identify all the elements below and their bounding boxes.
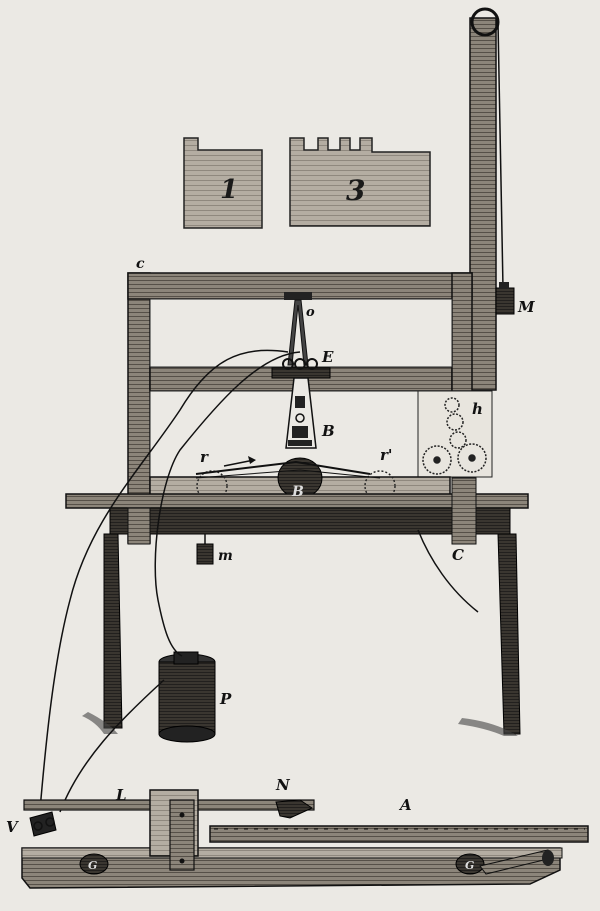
label-G-right: G bbox=[465, 859, 474, 872]
counterweight-m bbox=[196, 534, 214, 565]
type-block-1-number: 1 bbox=[220, 175, 238, 205]
table-leg-front-right bbox=[497, 533, 521, 735]
weight-post bbox=[469, 7, 515, 391]
type-rail-A bbox=[209, 825, 589, 843]
gear-train-h bbox=[422, 397, 487, 475]
battery-P bbox=[158, 651, 216, 743]
label-m: m bbox=[218, 548, 233, 564]
table-leg-front-left bbox=[103, 533, 123, 729]
label-E: E bbox=[321, 348, 334, 366]
label-r: r bbox=[200, 448, 209, 466]
label-c: c bbox=[136, 256, 145, 272]
coil-E-left bbox=[282, 358, 294, 370]
label-G-left: G bbox=[88, 859, 97, 872]
key-sender bbox=[21, 789, 589, 889]
wheel-G-right bbox=[455, 853, 485, 875]
label-h: h bbox=[472, 400, 483, 418]
label-V: V bbox=[6, 818, 19, 836]
roller-r bbox=[196, 470, 228, 502]
label-A: A bbox=[398, 796, 412, 814]
label-r-prime: r' bbox=[380, 446, 393, 464]
label-L: L bbox=[115, 786, 127, 804]
label-C: C bbox=[452, 546, 464, 564]
roller-r-prime bbox=[364, 470, 396, 502]
type-block-3: 3 bbox=[289, 137, 431, 227]
table bbox=[65, 477, 529, 736]
label-M: M bbox=[517, 298, 535, 316]
gear-box-h bbox=[417, 390, 493, 478]
label-o: o bbox=[306, 305, 315, 320]
label-B-drum: B bbox=[291, 484, 304, 500]
paper-band bbox=[195, 460, 371, 475]
figure-labels: c o M E h B r r' B m C P L N A V G G bbox=[6, 256, 535, 872]
weight-M bbox=[495, 287, 515, 315]
coil-E-right bbox=[306, 358, 318, 370]
stylus-N bbox=[275, 799, 314, 819]
pendulum-B bbox=[271, 292, 331, 449]
label-B-pendulum: B bbox=[321, 422, 335, 440]
weight-cord bbox=[497, 21, 504, 289]
wires bbox=[39, 349, 479, 813]
wheel-G-left bbox=[79, 853, 109, 875]
type-block-3-number: 3 bbox=[346, 174, 365, 207]
direction-arrow bbox=[248, 456, 256, 464]
label-P: P bbox=[219, 690, 232, 708]
coil-E-mid bbox=[294, 358, 306, 370]
label-N: N bbox=[275, 776, 291, 794]
type-block-1: 1 bbox=[183, 137, 263, 229]
